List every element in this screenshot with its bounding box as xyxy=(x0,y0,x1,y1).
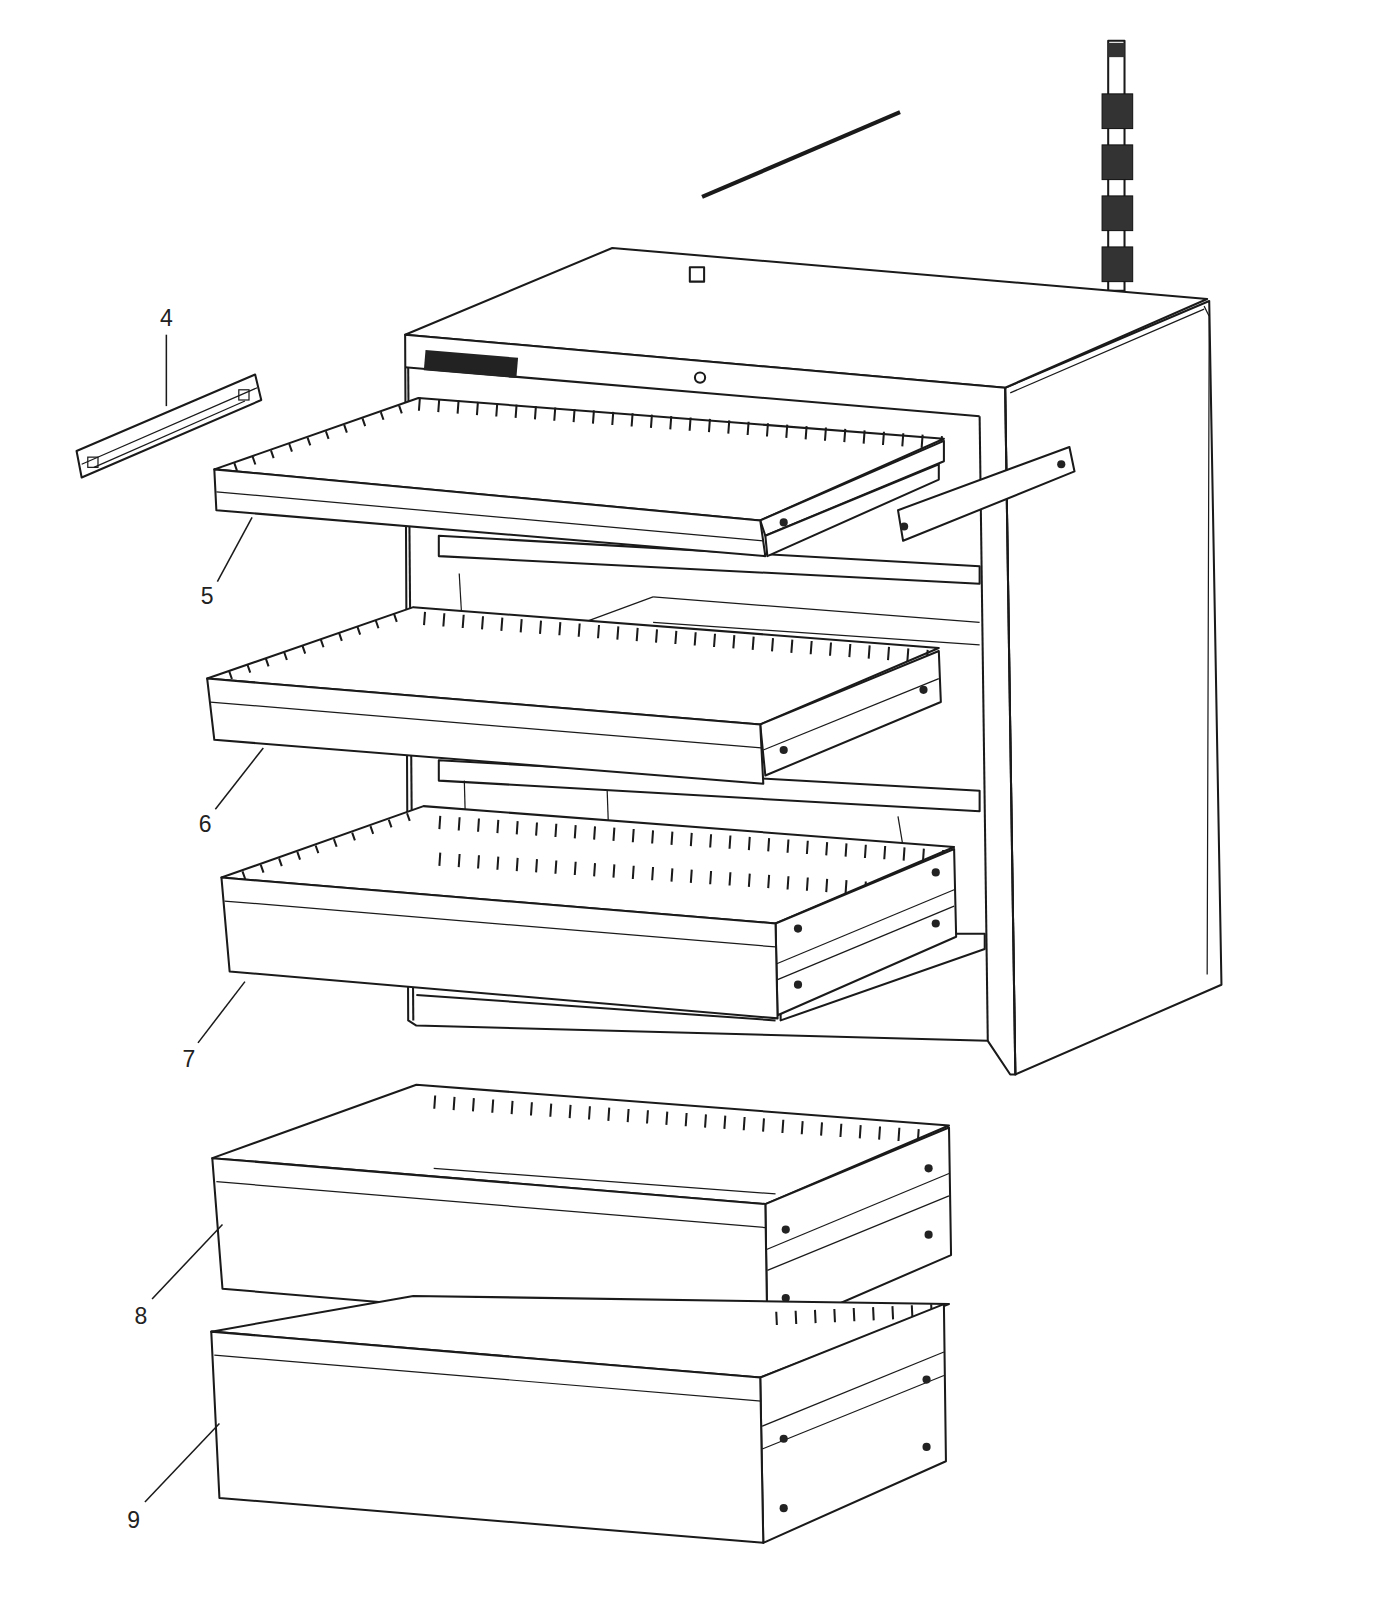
leader-lines xyxy=(145,335,263,1502)
drawer xyxy=(211,1296,949,1543)
callout-number: 9 xyxy=(127,1509,140,1532)
hinge-strip xyxy=(1102,41,1133,291)
callout-number: 7 xyxy=(182,1048,195,1071)
callout-number: 4 xyxy=(160,307,173,330)
callout-number: 5 xyxy=(201,585,214,608)
callout-number: 8 xyxy=(134,1305,147,1328)
drawer xyxy=(207,607,941,784)
callout-number: 6 xyxy=(199,813,212,836)
drawer xyxy=(214,398,944,556)
drawer xyxy=(212,1085,951,1335)
drawer xyxy=(221,806,956,1018)
